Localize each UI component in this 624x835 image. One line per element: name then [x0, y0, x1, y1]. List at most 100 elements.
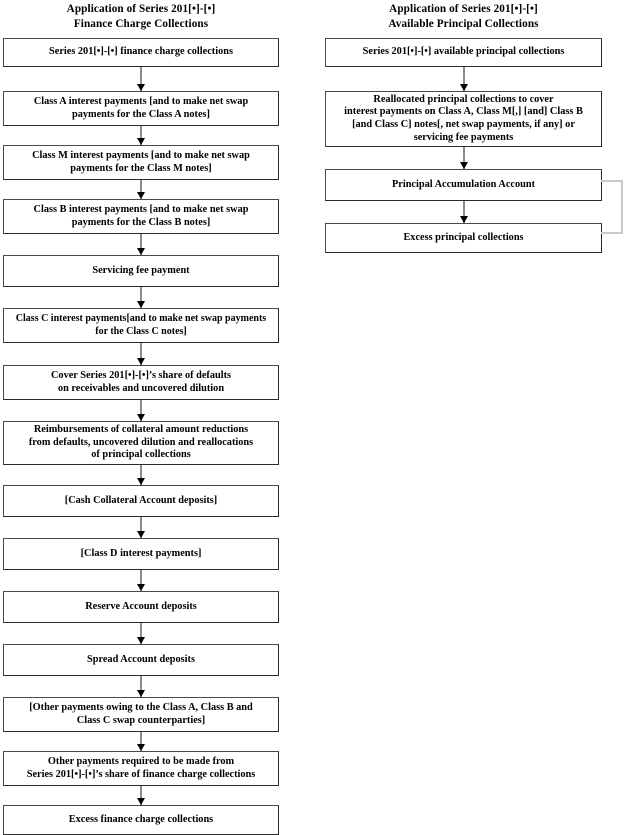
node-series-finance-charge-collections[interactable]: Series 201[•]-[•] finance charge collect… [3, 38, 279, 67]
column-finance-charge-collections: Application of Series 201[•]-[•] Finance… [3, 0, 279, 835]
node-cash-collateral-account-deposits[interactable]: [Cash Collateral Account deposits] [3, 485, 279, 517]
arrow-head-icon [137, 798, 145, 805]
arrow-down-r1 [325, 67, 602, 91]
arrow-down-8 [3, 465, 279, 485]
node-label: Servicing fee payment [92, 264, 190, 276]
node-reserve-account-deposits[interactable]: Reserve Account deposits [3, 591, 279, 623]
column-title-finance-charge: Application of Series 201[•]-[•] Finance… [3, 0, 279, 32]
node-label: Series 201[•]-[•] available principal co… [362, 46, 565, 58]
arrow-stem [140, 676, 142, 697]
node-label: Class C interest payments[and to make ne… [15, 312, 267, 337]
arrow-stem [462, 67, 465, 91]
arrow-stem [140, 786, 142, 805]
node-label: Class M interest payments [and to make n… [32, 149, 250, 174]
node-excess-principal-collections[interactable]: Excess principal collections [325, 223, 602, 253]
node-label: [Other payments owing to the Class A, Cl… [29, 701, 253, 726]
arrow-head-icon [137, 637, 145, 644]
column-title-available-principal: Application of Series 201[•]-[•] Availab… [325, 0, 602, 32]
arrow-down-2 [3, 126, 279, 145]
arrow-down-10 [3, 570, 279, 591]
node-label: Class A interest payments [and to make n… [33, 95, 249, 120]
arrow-down-13 [3, 732, 279, 751]
arrow-stem [140, 126, 142, 145]
arrow-head-icon [137, 531, 145, 538]
node-reimbursements-collateral-amount-reductions[interactable]: Reimbursements of collateral amount redu… [3, 421, 279, 465]
node-label: Excess principal collections [403, 231, 524, 243]
arrow-stem [140, 67, 142, 91]
node-label: Spread Account deposits [87, 653, 195, 665]
arrow-down-9 [3, 517, 279, 538]
arrow-head-icon [137, 138, 145, 145]
node-reallocated-principal-collections[interactable]: Reallocated principal collections to cov… [325, 91, 602, 147]
node-label: Reserve Account deposits [85, 600, 197, 612]
node-cover-share-of-defaults[interactable]: Cover Series 201[•]-[•]’s share of defau… [3, 365, 279, 400]
column-title-line-2: Available Principal Collections [388, 18, 539, 30]
arrow-down-r3 [325, 201, 602, 223]
flow-finance-charge: Series 201[•]-[•] finance charge collect… [3, 38, 279, 835]
arrow-down-1 [3, 67, 279, 91]
arrow-head-icon [137, 744, 145, 751]
node-other-payments-required[interactable]: Other payments required to be made from … [3, 751, 279, 786]
arrow-head-icon [137, 358, 145, 365]
arrow-head-icon [459, 216, 468, 223]
column-title-line-1: Application of Series 201[•]-[•] [389, 3, 538, 15]
arrow-stem [140, 234, 142, 255]
node-label: [Class D interest payments] [80, 547, 202, 559]
arrow-stem [140, 343, 142, 365]
arrow-stem [140, 465, 142, 485]
node-servicing-fee-payment[interactable]: Servicing fee payment [3, 255, 279, 287]
arrow-down-4 [3, 234, 279, 255]
arrow-head-icon [137, 84, 145, 91]
node-series-available-principal-collections[interactable]: Series 201[•]-[•] available principal co… [325, 38, 602, 67]
flow-available-principal: Series 201[•]-[•] available principal co… [325, 38, 602, 253]
node-other-payments-swap-counterparties[interactable]: [Other payments owing to the Class A, Cl… [3, 697, 279, 732]
node-class-d-interest-payments[interactable]: [Class D interest payments] [3, 538, 279, 570]
arrow-down-14 [3, 786, 279, 805]
node-label: Reimbursements of collateral amount redu… [28, 424, 254, 461]
arrow-down-12 [3, 676, 279, 697]
node-class-m-interest-payments[interactable]: Class M interest payments [and to make n… [3, 145, 279, 180]
node-label: Series 201[•]-[•] finance charge collect… [49, 46, 233, 58]
column-available-principal-collections: Application of Series 201[•]-[•] Availab… [325, 0, 623, 253]
arrow-down-7 [3, 400, 279, 421]
node-label: Excess finance charge collections [68, 813, 214, 825]
arrow-down-11 [3, 623, 279, 644]
arrow-stem [140, 400, 142, 421]
arrow-down-3 [3, 180, 279, 199]
node-principal-accumulation-account[interactable]: Principal Accumulation Account [325, 169, 602, 201]
node-excess-finance-charge-collections[interactable]: Excess finance charge collections [3, 805, 279, 835]
arrow-head-icon [137, 301, 145, 308]
arrow-head-icon [137, 248, 145, 255]
arrow-stem [140, 570, 142, 591]
column-title-line-1: Application of Series 201[•]-[•] [66, 3, 216, 15]
arrow-stem [140, 732, 142, 751]
arrow-head-icon [459, 162, 468, 169]
column-title-line-2: Finance Charge Collections [73, 18, 209, 30]
node-class-a-interest-payments[interactable]: Class A interest payments [and to make n… [3, 91, 279, 126]
arrow-down-6 [3, 343, 279, 365]
arrow-head-icon [459, 84, 468, 91]
arrow-head-icon [137, 478, 145, 485]
arrow-stem [140, 517, 142, 538]
arrow-down-5 [3, 287, 279, 308]
node-label: Cover Series 201[•]-[•]’s share of defau… [50, 369, 232, 394]
arrow-head-icon [137, 414, 145, 421]
side-bracket-connector [601, 180, 623, 234]
node-class-c-interest-payments[interactable]: Class C interest payments[and to make ne… [3, 308, 279, 343]
node-class-b-interest-payments[interactable]: Class B interest payments [and to make n… [3, 199, 279, 234]
arrow-stem [140, 623, 142, 644]
node-label: Principal Accumulation Account [391, 178, 535, 190]
node-spread-account-deposits[interactable]: Spread Account deposits [3, 644, 279, 676]
node-label: Other payments required to be made from … [26, 755, 256, 780]
arrow-stem [462, 201, 465, 223]
arrow-head-icon [137, 584, 145, 591]
node-label: Reallocated principal collections to cov… [344, 93, 583, 143]
arrow-head-icon [137, 192, 145, 199]
arrow-stem [462, 147, 465, 169]
arrow-stem [140, 180, 142, 199]
arrow-down-r2 [325, 147, 602, 169]
arrow-head-icon [137, 690, 145, 697]
node-label: Class B interest payments [and to make n… [33, 203, 249, 228]
node-label: [Cash Collateral Account deposits] [64, 494, 218, 506]
